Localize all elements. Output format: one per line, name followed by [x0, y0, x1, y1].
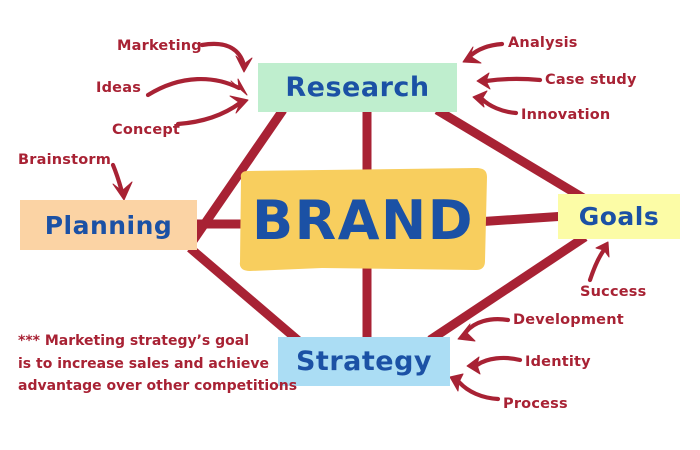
annotation-development: Development — [513, 312, 624, 328]
arrow-process — [456, 379, 501, 402]
arrow-success — [587, 247, 607, 283]
connector-research-goals — [434, 106, 588, 203]
connector-planning-strategy — [187, 244, 303, 346]
arrow-identity — [474, 355, 523, 368]
node-brand-center[interactable]: BRAND — [238, 168, 488, 272]
arrow-innovation-head — [472, 90, 488, 108]
annotation-success: Success — [580, 284, 647, 300]
brand-box-shape — [239, 168, 487, 271]
node-research-label: Research — [285, 72, 430, 103]
connector-brand-goals — [475, 211, 567, 227]
arrow-casestudy-head — [476, 72, 491, 90]
arrow-brainstorm-head — [112, 181, 133, 201]
node-research[interactable]: Research — [258, 63, 457, 112]
connector-lines — [184, 106, 588, 346]
connector-planning-research — [184, 107, 287, 251]
node-strategy-label: Strategy — [295, 346, 433, 377]
arrow-identity-head — [466, 356, 481, 375]
annotation-concept: Concept — [112, 122, 181, 138]
node-brand-label: BRAND — [251, 188, 475, 252]
node-strategy[interactable]: Strategy — [278, 337, 450, 386]
annotation-analysis: Analysis — [508, 35, 578, 51]
arrow-analysis — [467, 41, 505, 59]
node-planning[interactable]: Planning — [20, 200, 197, 250]
node-planning-label: Planning — [44, 210, 173, 240]
arrow-development-head — [457, 323, 476, 342]
arrow-concept-head — [229, 95, 249, 114]
footnote-line-2: is to increase sales and achieve — [18, 355, 270, 372]
arrow-casestudy — [483, 76, 543, 84]
arrow-success-head — [595, 241, 610, 258]
arrow-ideas — [145, 77, 242, 98]
arrow-concept — [175, 100, 243, 127]
arrow-innovation — [479, 96, 519, 116]
footnote-block: *** Marketing strategy’s goal is to incr… — [18, 330, 298, 398]
arrow-process-head — [449, 373, 464, 392]
arrow-marketing — [199, 41, 246, 65]
annotation-innovation: Innovation — [521, 107, 611, 123]
node-goals[interactable]: Goals — [558, 194, 680, 239]
annotation-marketing: Marketing — [117, 38, 202, 54]
annotation-brainstorm: Brainstorm — [18, 152, 112, 168]
footnote-line-1: *** Marketing strategy’s goal — [18, 333, 250, 349]
arrow-analysis-head — [462, 46, 482, 64]
annotation-process: Process — [503, 396, 568, 412]
footnote-line-3: advantage over other competitions — [18, 378, 298, 395]
annotation-ideas: Ideas — [96, 80, 142, 96]
connector-strategy-goals — [427, 233, 588, 344]
arrow-ideas-head — [230, 78, 248, 96]
arrow-marketing-head — [235, 55, 253, 73]
annotation-identity: Identity — [525, 354, 591, 370]
arrow-development — [463, 317, 511, 335]
annotation-case-study: Case study — [545, 72, 637, 88]
node-goals-label: Goals — [578, 202, 660, 231]
annotation-arrows — [110, 41, 610, 402]
